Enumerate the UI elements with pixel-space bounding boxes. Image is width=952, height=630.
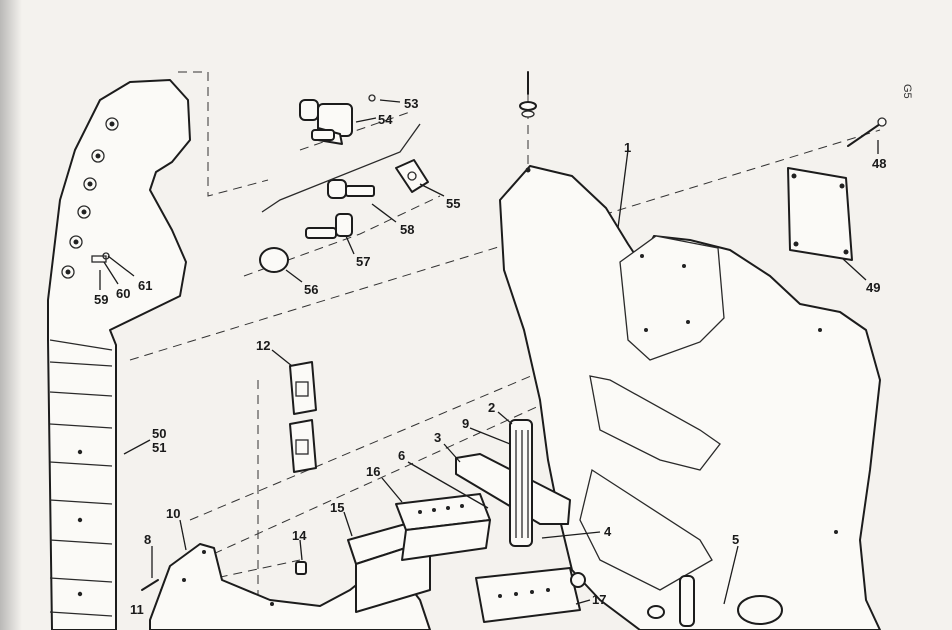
label-2: 2	[488, 400, 495, 415]
label-54: 54	[378, 112, 393, 127]
callout-labels: 53 54 55 58 57 56 59 60 61 1 48 49 50 51…	[94, 84, 913, 617]
pickup-17	[475, 567, 581, 623]
label-11: 12	[256, 338, 270, 353]
control-knobs	[570, 572, 783, 627]
label-9: 8	[144, 532, 151, 547]
tuner-button-56	[259, 247, 289, 273]
bridge-bar-8	[509, 419, 533, 547]
label-53: 53	[404, 96, 418, 111]
tuner-bracket-line	[261, 123, 421, 213]
selector-switch-bottom	[289, 419, 317, 473]
guitar-neck	[47, 79, 191, 630]
tuner-assembly-top	[299, 94, 376, 145]
tuner-posts	[61, 117, 119, 279]
label-56: 56	[304, 282, 318, 297]
tuner-key-58	[327, 179, 375, 199]
fret-lines	[49, 361, 113, 617]
label-3: 3	[434, 430, 441, 445]
neck-screw	[847, 117, 887, 147]
label-49: 49	[866, 280, 880, 295]
label-17: 17	[592, 592, 606, 607]
tuner-shaft-57	[305, 213, 353, 239]
label-60: 60	[116, 286, 130, 301]
tuner-bushing-55	[395, 159, 429, 193]
pickup-16	[395, 493, 491, 561]
guitar-body	[499, 165, 881, 630]
screw-14	[295, 561, 307, 575]
label-50: 50	[152, 426, 166, 441]
label-10: 10	[166, 506, 180, 521]
label-55: 55	[446, 196, 460, 211]
strap-button	[519, 71, 537, 118]
label-57: 57	[356, 254, 370, 269]
label-15: 15	[330, 500, 344, 515]
label-61: 61	[138, 278, 152, 293]
label-8: 9	[462, 416, 469, 431]
page-shadow	[0, 0, 22, 630]
label-1: 1	[624, 140, 631, 155]
screw-9	[141, 579, 159, 591]
label-59: 59	[94, 292, 108, 307]
label-48: 48	[872, 156, 886, 171]
label-14: 14	[292, 528, 307, 543]
label-16: 16	[366, 464, 380, 479]
label-51: 51	[152, 440, 166, 455]
leader-lines	[99, 99, 879, 605]
label-5: 5	[732, 532, 739, 547]
label-58: 58	[400, 222, 414, 237]
label-6: 6	[398, 448, 405, 463]
fret-markers	[77, 449, 83, 597]
label-12: 11	[130, 602, 144, 617]
selector-switch-top	[289, 361, 317, 415]
page-marker: G5	[901, 84, 913, 99]
label-4: 4	[604, 524, 612, 539]
neck-plate	[787, 167, 853, 261]
